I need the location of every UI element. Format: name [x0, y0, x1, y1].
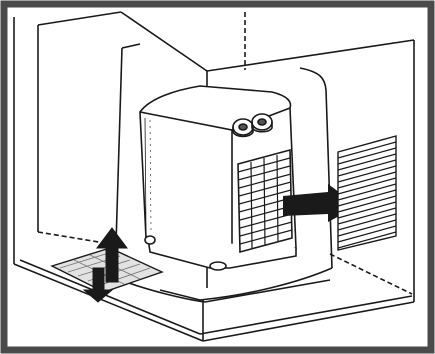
air-grille-icon	[237, 148, 293, 254]
control-knob-icon	[232, 113, 273, 138]
wall-vent-icon	[337, 135, 397, 251]
airflow-arrow-icon	[82, 227, 128, 303]
